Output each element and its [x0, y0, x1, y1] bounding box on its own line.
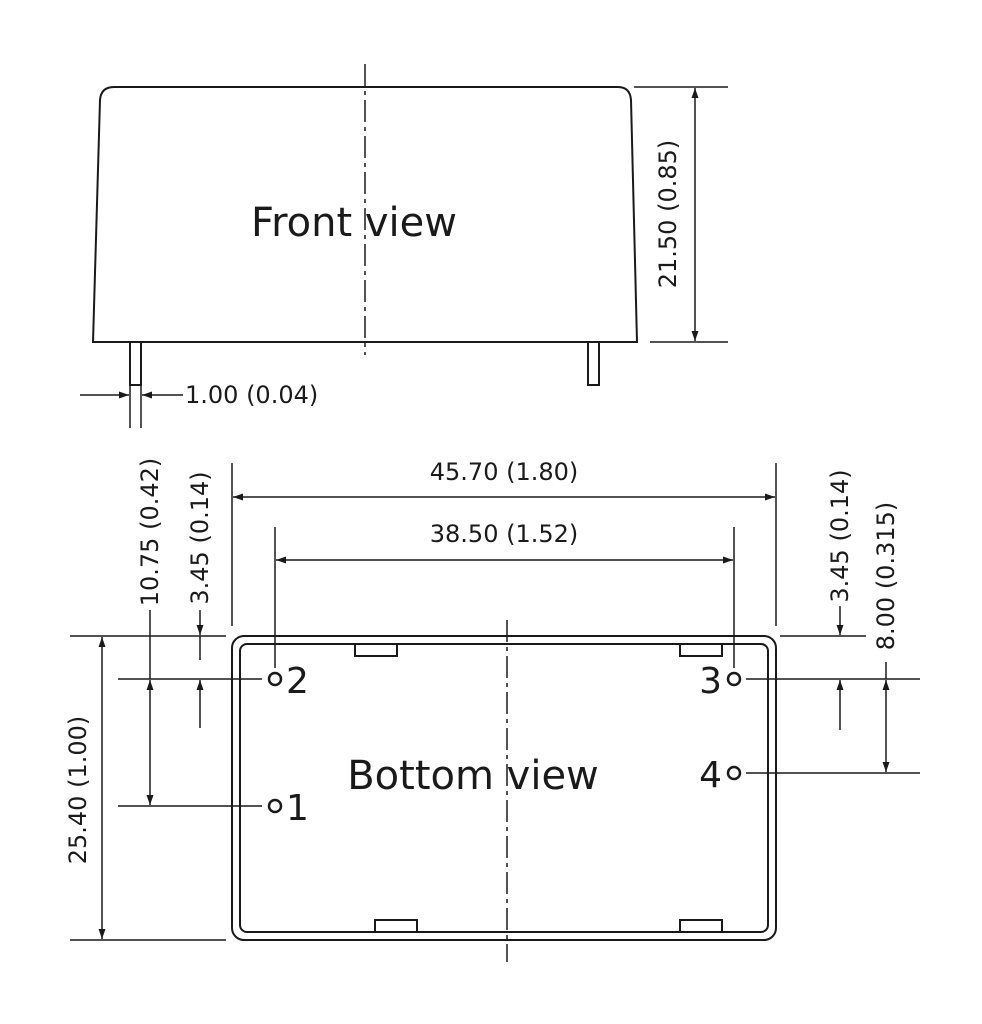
- front-height-label: 21.50 (0.85): [654, 140, 682, 289]
- bottom-view-outline-outer: [231, 635, 777, 941]
- front-pin-right: [587, 341, 600, 386]
- bottom-view: Bottom view 2 1 3 4: [231, 620, 777, 962]
- overall-length-label: 45.70 (1.80): [430, 458, 579, 486]
- left-pin-spacing-label: 10.75 (0.42): [136, 458, 164, 607]
- dim-overall-width: 25.40 (1.00): [64, 635, 226, 941]
- pin-span-label: 38.50 (1.52): [430, 520, 579, 548]
- pin-4-marker: [726, 765, 742, 781]
- left-edge-offset-label: 3.45 (0.14): [186, 471, 214, 604]
- right-edge-offset-label: 3.45 (0.14): [826, 469, 854, 602]
- bottom-view-label: Bottom view: [347, 753, 599, 799]
- front-view-body: [91, 86, 639, 343]
- pin-width-label: 1.00 (0.04): [185, 381, 318, 409]
- pin-1-label: 1: [286, 788, 309, 829]
- pin-3-label: 3: [699, 661, 722, 702]
- dim-pin-span: 38.50 (1.52): [274, 520, 735, 668]
- right-pin-spacing-label: 8.00 (0.315): [872, 502, 900, 651]
- pin-2-label: 2: [286, 661, 309, 702]
- standoff-top-right: [679, 643, 723, 657]
- bottom-view-outline-inner: [239, 643, 769, 933]
- front-view: Front view 21.50 (0.85) 1.00 (0.04): [80, 64, 728, 428]
- pin-2-marker: [267, 671, 283, 687]
- dim-left-pin-spacing: 10.75 (0.42): [118, 458, 262, 807]
- dim-right-edge-offset: 3.45 (0.14): [746, 469, 920, 730]
- dim-right-pin-spacing: 8.00 (0.315): [746, 502, 920, 774]
- overall-width-label: 25.40 (1.00): [64, 716, 92, 865]
- dim-left-edge-offset: 3.45 (0.14): [186, 471, 214, 728]
- standoff-bottom-left: [374, 919, 418, 933]
- pin-3-marker: [726, 671, 742, 687]
- standoff-bottom-right: [679, 919, 723, 933]
- front-view-label: Front view: [251, 200, 457, 246]
- standoff-top-left: [354, 643, 398, 657]
- pin-4-label: 4: [699, 755, 722, 796]
- dim-overall-length: 45.70 (1.80): [231, 458, 777, 626]
- pin-1-marker: [267, 798, 283, 814]
- front-pin-left: [129, 341, 142, 386]
